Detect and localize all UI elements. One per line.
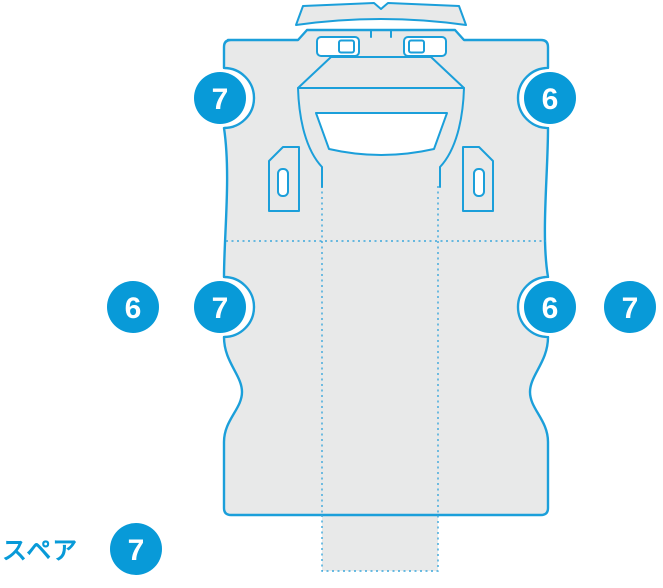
badge-circle bbox=[194, 72, 246, 124]
badge-mid-left-outer: 6 bbox=[104, 278, 162, 336]
badge-circle bbox=[194, 281, 246, 333]
roof-window-right-inner bbox=[408, 39, 425, 54]
badge-spare: 7 bbox=[107, 520, 165, 578]
grille-opening bbox=[315, 112, 448, 156]
badge-spare-number: 7 bbox=[128, 534, 145, 567]
hood-right-edge bbox=[439, 87, 465, 188]
badge-top-left: 7 bbox=[191, 69, 249, 127]
top-strip-piece bbox=[295, 2, 467, 26]
badge-circle bbox=[110, 523, 162, 575]
mirror-tab-right-slot bbox=[473, 168, 485, 197]
badge-circle bbox=[107, 281, 159, 333]
badge-mid-right-inner: 6 bbox=[521, 278, 579, 336]
badge-mid-right-outer-number: 7 bbox=[622, 292, 639, 325]
badge-circle bbox=[604, 281, 656, 333]
bottom-tab-dotted-border bbox=[321, 515, 439, 572]
badge-mid-right-outer: 7 bbox=[601, 278, 659, 336]
badge-top-right-number: 6 bbox=[542, 83, 559, 116]
mirror-tab-left-slot bbox=[277, 168, 289, 197]
badge-mid-left-inner-number: 7 bbox=[212, 292, 229, 325]
badge-mid-right-inner-number: 6 bbox=[542, 292, 559, 325]
badge-circle bbox=[524, 72, 576, 124]
badge-top-left-number: 7 bbox=[212, 83, 229, 116]
bottom-tab bbox=[322, 515, 438, 571]
badge-top-right: 6 bbox=[521, 69, 579, 127]
spare-label: スペア bbox=[2, 536, 78, 565]
main-body-outline bbox=[222, 28, 550, 517]
badge-mid-left-outer-number: 6 bbox=[125, 292, 142, 325]
badge-mid-left-inner: 7 bbox=[191, 278, 249, 336]
roof-window-left-inner bbox=[338, 39, 355, 54]
hood-left-edge bbox=[297, 87, 323, 188]
badge-circle bbox=[524, 281, 576, 333]
